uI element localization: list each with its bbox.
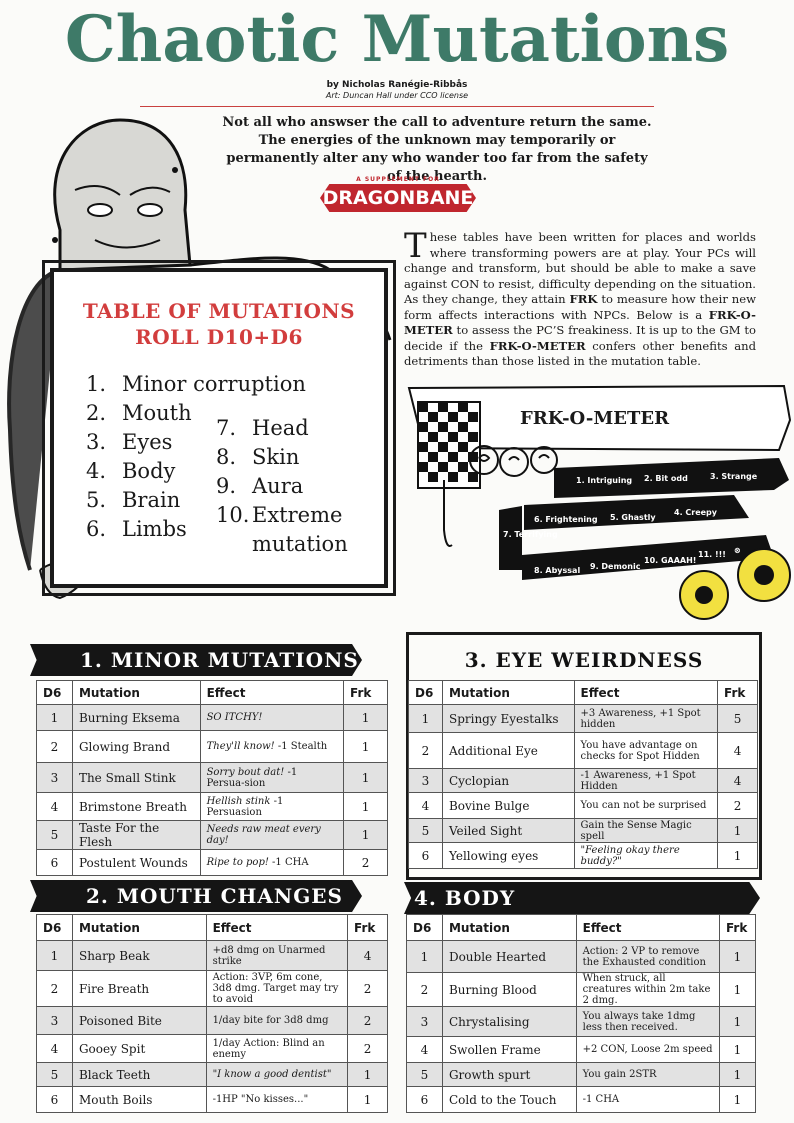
frk-step: 3. Strange [710, 472, 758, 481]
list-item: mutation [252, 532, 348, 556]
monster-illustration [7, 118, 392, 600]
section-title-eyes: 3. EYE WEIRDNESS [464, 648, 704, 672]
frk-o-meter: FRK-O-METER 1. Intriguing 2. Bit odd 3. … [404, 380, 794, 630]
list-item: 4.Body [86, 459, 176, 483]
dragonbane-logo: A SUPPLEMENT FOR DRAGONBANE [320, 176, 476, 214]
list-item: 7.Head [216, 416, 309, 440]
sign-list-right: 7.Head 8.Skin 9.Aura 10.Extreme mutation [216, 414, 348, 559]
author-byline: by Nicholas Ranégie-Ribbås [326, 80, 468, 90]
eye-weirdness-frame [406, 632, 762, 880]
dropcap: T [404, 226, 427, 266]
frk-step: 5. Ghastly [610, 513, 656, 522]
section-banner-minor: 1. MINOR MUTATIONS [30, 644, 362, 676]
frk-step: 2. Bit odd [644, 474, 688, 483]
frk-step: 11. !!! [698, 550, 726, 559]
frk-step: 8. Abyssal [534, 566, 581, 575]
sign-list-left: 1.Minor corruption 2.Mouth 3.Eyes 4.Body… [86, 370, 306, 544]
logo-name: DRAGONBANE [320, 184, 476, 212]
frk-step: 7. Terrifying [503, 530, 558, 539]
art-credit: Art: Duncan Hall under CCO license [325, 91, 469, 100]
section-banner-body: 4. BODY TRANSFORMATION [404, 882, 760, 914]
frk-step: 9. Demonic [590, 562, 641, 571]
frk-step: ⊗ [734, 546, 741, 555]
list-item: 3.Eyes [86, 430, 173, 454]
frk-meter-graphic [407, 384, 792, 620]
list-item: 1.Minor corruption [86, 372, 306, 396]
frk-step: 1. Intriguing [576, 476, 633, 485]
mutations-sign: TABLE OF MUTATIONS ROLL D10+D6 1.Minor c… [42, 260, 396, 596]
frk-meter-title: FRK-O-METER [520, 408, 670, 429]
roses [469, 445, 558, 477]
list-item: 9.Aura [216, 474, 304, 498]
list-item: 2.Mouth [86, 401, 192, 425]
frk-step: 6. Frightening [534, 515, 598, 524]
list-item: 8.Skin [216, 445, 300, 469]
header-rule [140, 106, 654, 107]
list-item: 10.Extreme [216, 503, 343, 527]
list-item: 6.Limbs [86, 517, 187, 541]
page-title: Chaotic Mutations [64, 2, 730, 77]
logo-tagline: A SUPPLEMENT FOR [356, 176, 440, 183]
frk-step: 4. Creepy [674, 508, 717, 517]
intro-text: Not all who answser the call to adventur… [222, 115, 652, 184]
checkered-flag [417, 401, 481, 489]
section-banner-mouth: 2. MOUTH CHANGES [30, 880, 362, 912]
frk-step: 10. GAAAH! [644, 556, 697, 565]
list-item: 5.Brain [86, 488, 181, 512]
sign-title: TABLE OF MUTATIONS ROLL D10+D6 [82, 299, 356, 349]
